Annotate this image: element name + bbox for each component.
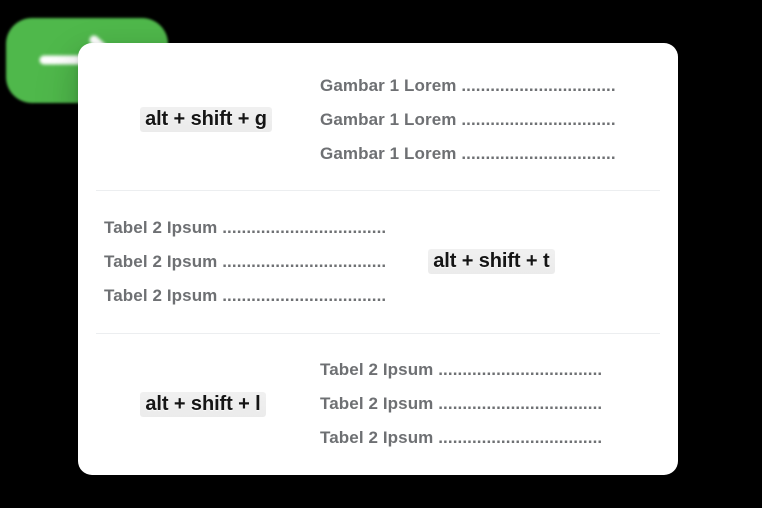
list-item[interactable]: Gambar 1 Lorem .........................… xyxy=(320,109,616,129)
shortcuts-card: alt + shift + g Gambar 1 Lorem .........… xyxy=(78,43,678,475)
list-item[interactable]: Tabel 2 Ipsum ..........................… xyxy=(104,285,387,305)
list-item[interactable]: Tabel 2 Ipsum ..........................… xyxy=(320,428,603,448)
list-item[interactable]: Tabel 2 Ipsum ..........................… xyxy=(104,217,387,237)
shortcut-cell-tabel-bottom: alt + shift + l xyxy=(100,391,306,417)
list-gambar: Gambar 1 Lorem .........................… xyxy=(312,69,616,171)
section-tabel-top: Tabel 2 Ipsum ..........................… xyxy=(78,191,678,332)
shortcut-label-tabel-bottom[interactable]: alt + shift + l xyxy=(140,391,266,417)
shortcut-label-tabel-top[interactable]: alt + shift + t xyxy=(428,249,555,275)
list-item[interactable]: Tabel 2 Ipsum ..........................… xyxy=(320,360,603,380)
section-gambar: alt + shift + g Gambar 1 Lorem .........… xyxy=(78,43,678,190)
shortcut-label-gambar[interactable]: alt + shift + g xyxy=(140,107,272,133)
section-tabel-bottom: alt + shift + l Tabel 2 Ipsum ..........… xyxy=(78,334,678,475)
list-tabel-bottom: Tabel 2 Ipsum ..........................… xyxy=(306,353,602,455)
list-item[interactable]: Gambar 1 Lorem .........................… xyxy=(320,143,616,163)
list-item[interactable]: Gambar 1 Lorem .........................… xyxy=(320,75,616,95)
shortcut-cell-gambar: alt + shift + g xyxy=(100,107,312,133)
section-divider xyxy=(96,190,660,192)
list-item[interactable]: Tabel 2 Ipsum ..........................… xyxy=(320,394,603,414)
section-divider xyxy=(96,332,660,334)
list-item[interactable]: Tabel 2 Ipsum ..........................… xyxy=(104,251,387,271)
list-tabel-top: Tabel 2 Ipsum ..........................… xyxy=(100,211,386,313)
shortcut-cell-tabel-top: alt + shift + t xyxy=(428,249,555,275)
